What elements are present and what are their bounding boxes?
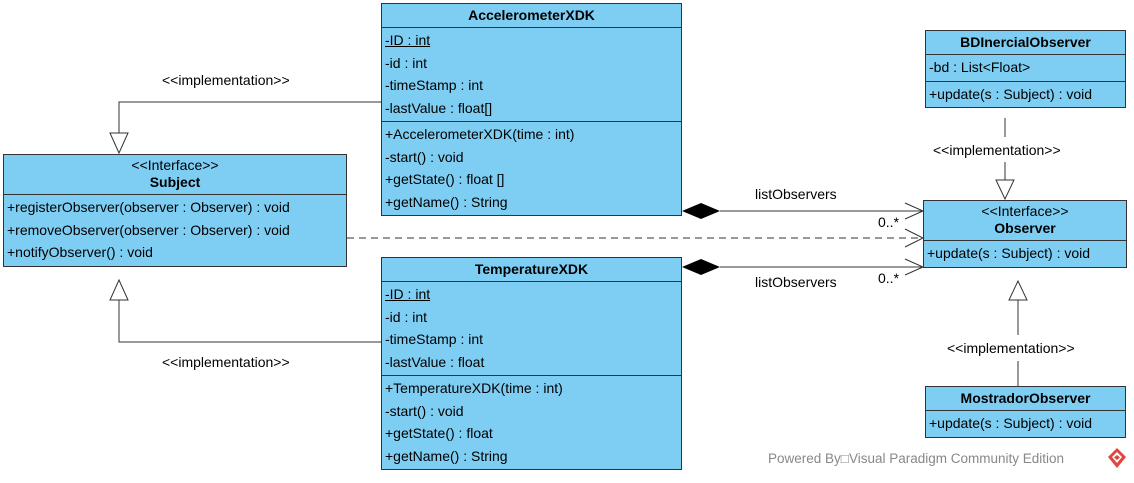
attribute: -lastValue : float [385,353,485,370]
interface-subject[interactable]: <<Interface>> Subject +registerObserver(… [3,154,347,267]
implementation-label: <<implementation>> [162,72,290,88]
operation-compartment: +TemperatureXDK(time : int) -start() : v… [382,375,681,469]
implementation-label: <<implementation>> [933,142,1061,158]
operation-compartment: +update(s : Subject) : void [926,410,1125,437]
operation: -start() : void [385,148,464,165]
operation: +notifyObserver() : void [7,244,153,260]
realization-arrowhead-observer-top [995,179,1015,201]
class-accelerometer-xdk[interactable]: AccelerometerXDK -ID : int -id : int -ti… [381,3,682,216]
operation: +update(s : Subject) : void [929,415,1093,431]
composition-diamond-bottom [682,259,720,275]
operation-compartment: +update(s : Subject) : void [926,80,1125,108]
attribute: -ID : int [385,32,431,48]
class-bdinercial-observer[interactable]: BDInercialObserver -bd : List<Float> +up… [925,30,1126,108]
operation: +AccelerometerXDK(time : int) [385,126,575,142]
operation-compartment: +AccelerometerXDK(time : int) -start() :… [382,121,681,215]
operation: +removeObserver(observer : Observer) : v… [7,221,290,238]
class-mostrador-observer[interactable]: MostradorObserver +update(s : Subject) :… [925,386,1126,438]
operation: +getName() : String [385,193,508,210]
attribute-compartment: -ID : int -id : int -timeStamp : int -la… [382,27,681,121]
operation-compartment: +update(s : Subject) : void [924,240,1126,267]
attribute-compartment: -ID : int -id : int -timeStamp : int -la… [382,281,681,375]
class-header: MostradorObserver [926,387,1125,410]
association-label: listObservers [755,186,837,202]
attribute: -id : int [385,54,428,71]
stereotype: <<Interface>> [981,203,1069,219]
attribute: -timeStamp : int [385,331,484,347]
operation: -start() : void [385,402,464,419]
realization-arrowhead-bottom [109,278,129,301]
composition-diamond-top [682,203,720,219]
class-header: BDInercialObserver [926,31,1125,54]
implementation-label: <<implementation>> [162,354,290,370]
visual-paradigm-logo-icon [1108,448,1126,468]
class-header: <<Interface>> Subject [4,155,346,194]
realization-temperature-subject [118,300,382,343]
multiplicity-label: 0..* [878,214,900,230]
class-name: Observer [994,220,1056,236]
operation: +registerObserver(observer : Observer) :… [7,199,290,215]
powered-by-footer: Powered By□Visual Paradigm Community Edi… [768,451,1065,466]
operation: +TemperatureXDK(time : int) [385,380,563,396]
class-name: Subject [149,174,201,190]
operation: +update(s : Subject) : void [927,245,1091,261]
class-name: BDInercialObserver [960,34,1091,50]
attribute: -lastValue : float[] [385,99,493,116]
operation: +getState() : float [] [385,171,505,187]
class-name: TemperatureXDK [474,261,589,277]
attribute-compartment: -bd : List<Float> [926,54,1125,81]
class-header: TemperatureXDK [382,258,681,281]
stereotype: <<Interface>> [131,157,219,173]
attribute: -timeStamp : int [385,77,484,93]
operation-compartment: +registerObserver(observer : Observer) :… [4,194,346,266]
realization-accelerometer-subject [118,101,382,133]
operation: +getState() : float [385,425,493,441]
operation: +update(s : Subject) : void [929,85,1093,102]
realization-arrowhead-top [109,132,129,155]
class-name: MostradorObserver [960,390,1091,406]
interface-observer[interactable]: <<Interface>> Observer +update(s : Subje… [923,200,1127,268]
attribute: -id : int [385,308,428,325]
class-temperature-xdk[interactable]: TemperatureXDK -ID : int -id : int -time… [381,257,682,470]
attribute: -ID : int [385,286,431,302]
class-name: AccelerometerXDK [468,7,595,23]
association-label: listObservers [755,274,837,290]
realization-arrowhead-observer-bottom [1008,279,1028,301]
multiplicity-label: 0..* [878,270,900,286]
operation: +getName() : String [385,447,508,464]
attribute: -bd : List<Float> [929,59,1031,75]
implementation-label: <<implementation>> [947,340,1075,356]
class-header: AccelerometerXDK [382,4,681,27]
class-header: <<Interface>> Observer [924,201,1126,240]
